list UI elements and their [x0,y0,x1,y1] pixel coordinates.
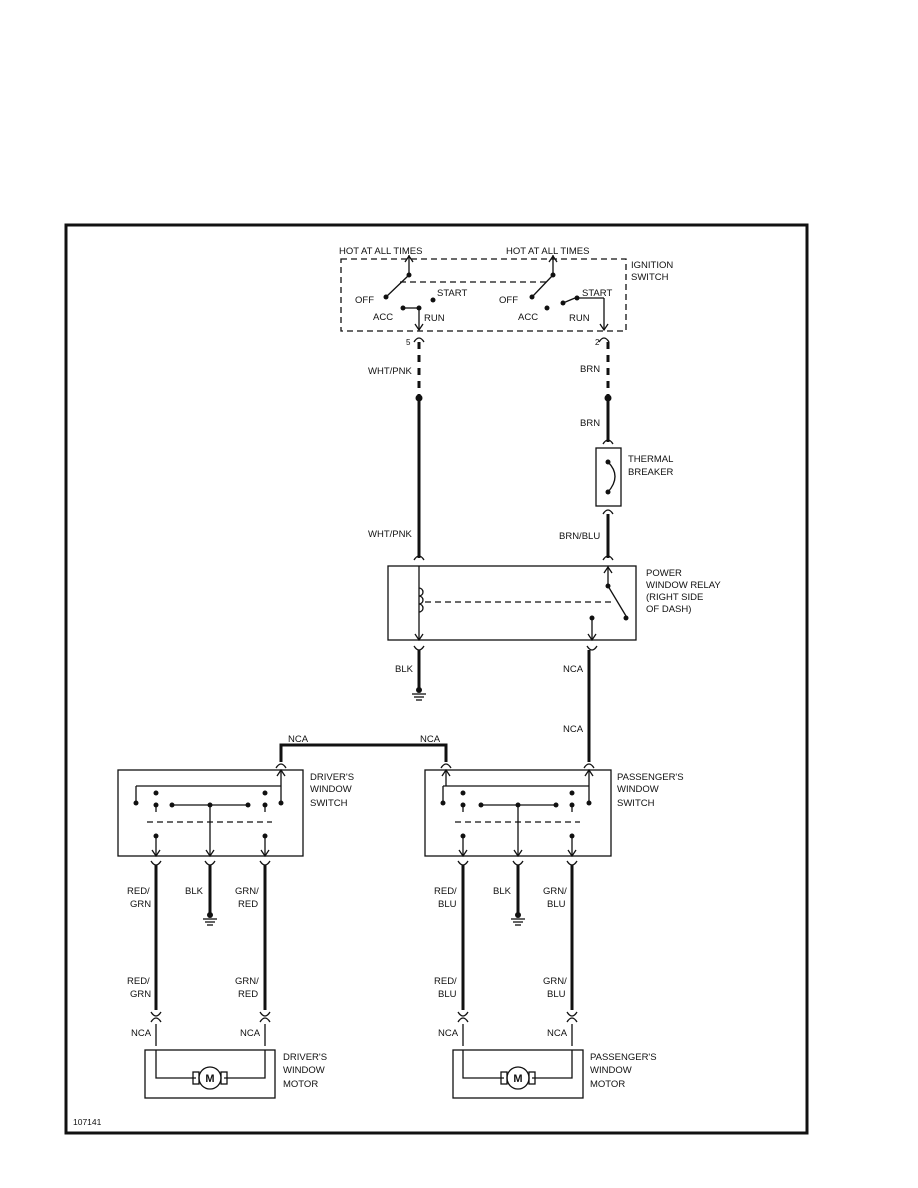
ignition-switch: HOT AT ALL TIMES HOT AT ALL TIMES IGNITI… [339,246,673,347]
wire-label-nca-4: NCA [420,734,441,745]
driver-motor-icon [198,1066,222,1090]
passenger-switch-label-3: SWITCH [617,798,655,809]
drivers-window-motor: M DRIVER'S WINDOW MOTOR [144,1049,327,1099]
drv-wire-red-2: RED [238,899,258,910]
start-label-right: START [582,288,612,299]
drv-wire-grn-4: GRN/ [235,976,259,987]
drv-wire-red-1: RED/ [127,886,150,897]
ignition-title-2: SWITCH [631,272,669,283]
drv-wire-grn-2: GRN/ [235,886,259,897]
driver-switch-label-2: WINDOW [310,784,352,795]
wire-label-nca-3: NCA [288,734,309,745]
pas-wire-grn-2: GRN/ [543,976,567,987]
passenger-motor-label-1: PASSENGER'S [590,1052,657,1063]
driver-switch-label-3: SWITCH [310,798,348,809]
wire-label-blk-relay: BLK [395,664,414,675]
pas-wire-blk: BLK [493,886,512,897]
driver-motor-label-1: DRIVER'S [283,1052,327,1063]
run-label-right: RUN [569,313,590,324]
breaker-label-2: BREAKER [628,467,674,478]
wire-label-nca-1: NCA [563,664,584,675]
ground-symbol-passenger [511,912,525,926]
passenger-motor-label-2: WINDOW [590,1065,632,1076]
relay-label-4: OF DASH) [646,604,691,615]
ground-symbol-relay [412,687,426,701]
relay-label-3: (RIGHT SIDE [646,592,703,603]
pas-wire-nca-1: NCA [438,1028,459,1039]
drv-wire-nca-2: NCA [240,1028,261,1039]
pas-wire-grn-1: GRN/ [543,886,567,897]
hot-label-left: HOT AT ALL TIMES [339,246,422,257]
pas-wire-blu-1: BLU [438,899,457,910]
passengers-window-switch: PASSENGER'S WINDOW SWITCH [424,763,684,858]
power-window-relay: POWER WINDOW RELAY (RIGHT SIDE OF DASH) [387,565,721,642]
figure-id: 107141 [73,1117,102,1127]
passenger-switch-label-2: WINDOW [617,784,659,795]
wire-label-nca-2: NCA [563,724,584,735]
relay-label-1: POWER [646,568,682,579]
driver-switch-label-1: DRIVER'S [310,772,354,783]
start-label-left: START [437,288,467,299]
run-label-left: RUN [424,313,445,324]
pas-wire-blu-4: BLU [547,989,566,1000]
ground-symbol-driver [203,912,217,926]
pas-wire-blu-2: BLU [547,899,566,910]
wire-label-wht-pnk-top: WHT/PNK [368,366,412,377]
hot-label-right: HOT AT ALL TIMES [506,246,589,257]
drv-wire-grn-1: GRN [130,899,151,910]
driver-motor-label-3: MOTOR [283,1079,318,1090]
off-label-left: OFF [355,295,374,306]
drv-wire-grn-3: GRN [130,989,151,1000]
relay-label-2: WINDOW RELAY [646,580,721,591]
off-label-right: OFF [499,295,518,306]
pas-wire-red-2: RED/ [434,976,457,987]
pas-wire-blu-3: BLU [438,989,457,1000]
ignition-title-1: IGNITION [631,260,673,271]
thermal-breaker: THERMAL BREAKER [595,447,674,507]
driver-motor-m: M [205,1073,214,1085]
drivers-window-switch: DRIVER'S WINDOW SWITCH [117,763,354,858]
passengers-window-motor: M PASSENGER'S WINDOW MOTOR [452,1049,657,1099]
wire-label-brn-blu: BRN/BLU [559,531,600,542]
drv-wire-blk: BLK [185,886,204,897]
acc-label-left: ACC [373,312,393,323]
driver-motor-label-2: WINDOW [283,1065,325,1076]
wire-label-wht-pnk-bottom: WHT/PNK [368,529,412,540]
drv-wire-red-4: RED [238,989,258,1000]
wire-label-brn-top: BRN [580,364,600,375]
passenger-motor-icon [506,1066,530,1090]
wire-label-brn-bottom: BRN [580,418,600,429]
pin-2-label: 2 [595,338,600,347]
acc-label-right: ACC [518,312,538,323]
diagram-frame [64,223,809,1135]
passenger-motor-label-3: MOTOR [590,1079,625,1090]
passenger-switch-label-1: PASSENGER'S [617,772,684,783]
breaker-label-1: THERMAL [628,454,673,465]
pas-wire-red-1: RED/ [434,886,457,897]
drv-wire-nca-1: NCA [131,1028,152,1039]
pas-wire-nca-2: NCA [547,1028,568,1039]
pin-5-label: 5 [406,338,411,347]
drv-wire-red-3: RED/ [127,976,150,987]
passenger-motor-m: M [513,1073,522,1085]
ignition-switch-box [340,258,627,332]
